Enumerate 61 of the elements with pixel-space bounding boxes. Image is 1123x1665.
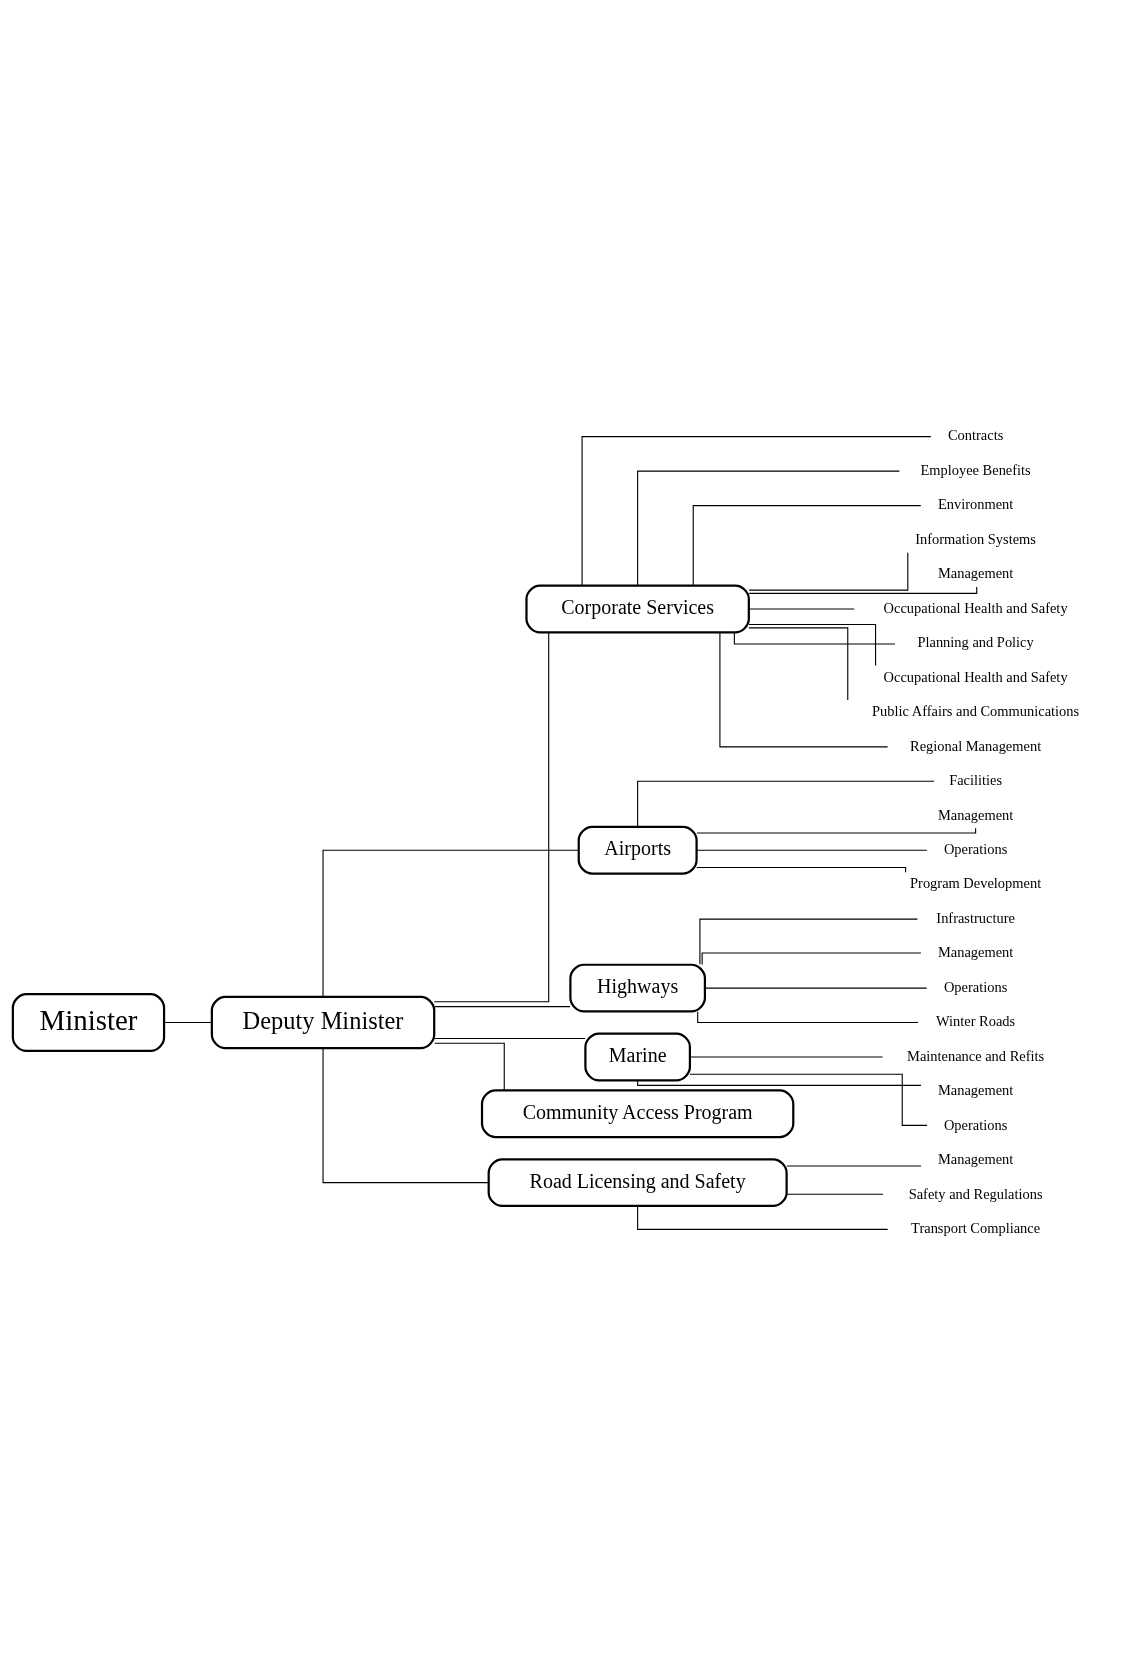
node-text: Management xyxy=(937,806,1014,823)
node-text: Management xyxy=(937,1150,1014,1167)
connector xyxy=(581,435,932,586)
node-text: Operations xyxy=(943,978,1008,995)
node-text: Contracts xyxy=(947,426,1004,443)
node-text: Maintenance and Refits xyxy=(907,1047,1045,1064)
node-text: Occupational Health and Safety xyxy=(883,599,1068,616)
node-text: Program Development xyxy=(910,874,1042,891)
connector xyxy=(748,607,855,610)
node-box: Road Licensing and Safety xyxy=(487,1157,788,1207)
connector xyxy=(696,866,907,873)
connector xyxy=(701,952,922,965)
connector xyxy=(704,987,928,989)
node-box: Minister xyxy=(11,992,166,1052)
node-text: Operations xyxy=(943,840,1008,857)
connector xyxy=(637,780,935,827)
connector xyxy=(719,631,889,747)
connector xyxy=(637,1204,889,1230)
connector xyxy=(696,849,928,851)
node-text: Operations xyxy=(943,1116,1008,1133)
connector xyxy=(434,1042,505,1091)
connector xyxy=(748,626,849,700)
node-box: Airports xyxy=(577,825,698,875)
node-text: Winter Roads xyxy=(936,1012,1016,1029)
connector xyxy=(322,849,580,997)
connector xyxy=(689,1055,884,1058)
connector xyxy=(692,504,922,586)
node-text: Facilities xyxy=(949,771,1003,788)
connector xyxy=(699,918,919,965)
node-box: Highways xyxy=(569,963,706,1013)
node-text: Regional Management xyxy=(910,737,1042,754)
node-text: Management xyxy=(937,1081,1014,1098)
connector xyxy=(689,1073,928,1126)
connector xyxy=(786,1193,884,1195)
node-box: Corporate Services xyxy=(525,584,750,633)
connector xyxy=(433,1005,571,1007)
node-text: Employee Benefits xyxy=(920,461,1031,478)
node-box: Marine xyxy=(584,1032,691,1081)
connector xyxy=(748,551,909,591)
node-text: Information Systems xyxy=(915,530,1036,547)
node-text: Occupational Health and Safety xyxy=(883,668,1068,685)
connector xyxy=(733,631,896,645)
node-box: Community Access Program xyxy=(480,1088,795,1138)
connector xyxy=(322,1047,490,1183)
node-text: Management xyxy=(937,564,1014,581)
connector xyxy=(697,1010,919,1023)
connector xyxy=(163,1021,213,1023)
connector xyxy=(696,827,977,834)
node-text: Safety and Regulations xyxy=(908,1185,1043,1202)
node-text: Infrastructure xyxy=(936,909,1015,926)
node-text: Transport Compliance xyxy=(911,1219,1041,1236)
node-text: Environment xyxy=(937,495,1014,512)
connector xyxy=(637,470,900,586)
connector xyxy=(786,1164,922,1166)
node-text: Planning and Policy xyxy=(917,633,1034,650)
node-text: Public Affairs and Communications xyxy=(872,702,1080,719)
node-text: Management xyxy=(937,943,1014,960)
connector xyxy=(748,623,877,666)
node-box: Deputy Minister xyxy=(210,995,436,1049)
connector xyxy=(433,1037,586,1039)
connector xyxy=(433,631,550,1002)
